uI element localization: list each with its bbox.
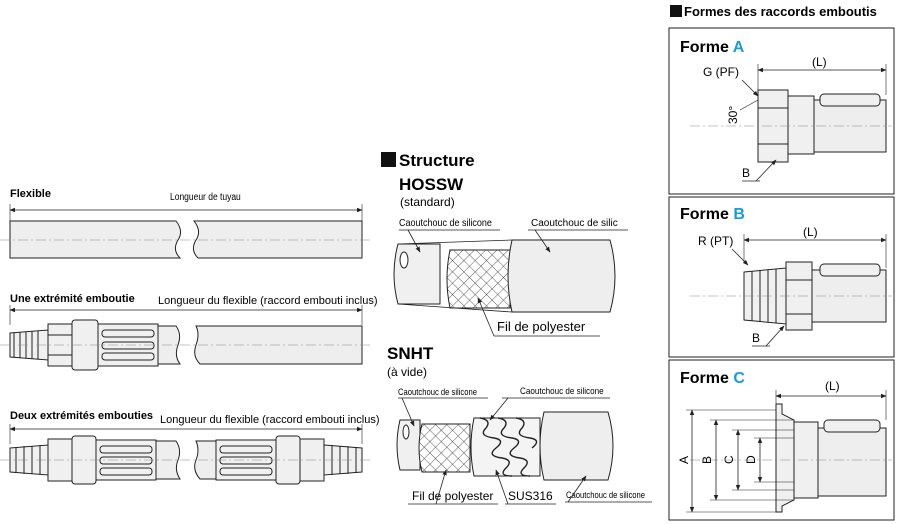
form-a-b: B: [742, 166, 750, 180]
snht-wire-label: SUS316: [508, 489, 553, 503]
snht-outer-label: Caoutchouc de silicone: [566, 489, 645, 500]
hossw-inner-label: Caoutchouc de silicone: [399, 218, 492, 230]
flexible-hose-left: [9, 220, 182, 259]
flexible-hose-right: [192, 220, 363, 259]
structure-heading: Structure: [399, 151, 475, 170]
form-b-thread: R (PT): [698, 234, 733, 248]
one-end-length-label: Longueur du flexible (raccord embouti in…: [158, 295, 378, 307]
forms-heading: Formes des raccords emboutis: [684, 4, 877, 19]
snht-drawing: [396, 411, 614, 481]
forms-section: Formes des raccords emboutis Forme A G (…: [668, 4, 895, 521]
form-b-panel: Forme B R (PT) (L) B: [668, 196, 895, 358]
form-a-angle: 30°: [726, 106, 740, 124]
form-b-title: Forme B: [680, 206, 745, 223]
form-c-length: (L): [825, 379, 840, 393]
flexible-length-label: Longueur de tuyau: [170, 191, 241, 202]
two-ends-section: Deux extrémités embouties Longueur du fl…: [0, 410, 380, 485]
one-end-section: Une extrémité emboutie Longueur du flexi…: [0, 293, 378, 371]
snht-sub: (à vide): [387, 365, 427, 379]
two-ends-length-label: Longueur du flexible (raccord embouti in…: [160, 414, 380, 426]
snht-inner-label: Caoutchouc de silicone: [398, 386, 477, 397]
hossw-braid-label: Fil de polyester: [497, 319, 586, 334]
snht-middle-label: Caoutchouc de silicone: [520, 386, 604, 397]
form-c-title: Forme C: [680, 370, 745, 387]
structure-section: Structure HOSSW (standard) Caoutchouc de…: [381, 151, 652, 505]
hossw-sub: (standard): [400, 195, 455, 209]
flexible-section: Flexible Longueur de tuyau: [0, 188, 372, 259]
form-c-dim-b: B: [700, 456, 714, 464]
form-b-length: (L): [803, 225, 818, 239]
hossw-drawing: [393, 239, 616, 313]
form-c-dim-d: D: [744, 455, 758, 464]
form-c-dim-c: C: [722, 455, 736, 464]
snht-name: SNHT: [387, 344, 434, 363]
forms-square-icon: [670, 5, 682, 17]
form-a-length: (L): [812, 55, 827, 69]
form-a-panel: Forme A G (PF) 30° (L) B: [668, 27, 895, 195]
form-a-title: Forme A: [680, 39, 745, 56]
form-a-thread: G (PF): [703, 65, 739, 79]
flexible-title: Flexible: [10, 188, 51, 200]
two-ends-title: Deux extrémités embouties: [10, 410, 153, 422]
snht-braid-label: Fil de polyester: [412, 489, 493, 503]
form-c-panel: Forme C (L) A: [668, 359, 895, 521]
structure-square-icon: [381, 152, 396, 167]
form-c-dim-a: A: [677, 456, 691, 464]
hossw-outer-label: Caoutchouc de silic: [531, 218, 618, 229]
one-end-title: Une extrémité emboutie: [10, 293, 135, 305]
hossw-name: HOSSW: [399, 175, 464, 194]
form-b-b: B: [752, 331, 760, 345]
